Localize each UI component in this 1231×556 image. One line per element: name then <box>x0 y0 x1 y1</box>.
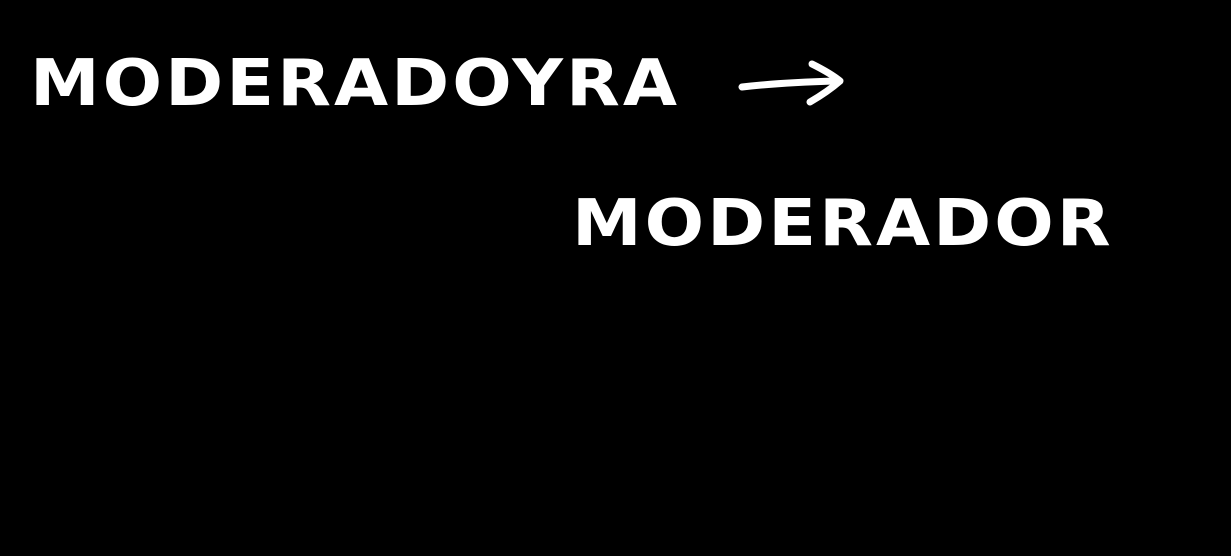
right-arrow-icon <box>738 60 844 106</box>
handwritten-word-moderador: MODERADOR <box>572 185 1114 261</box>
handwritten-word-moderadoyra: MODERADOYRA <box>30 45 681 121</box>
note-line-second: MODERADOR <box>572 178 1114 268</box>
note-line-first: MODERADOYRA <box>30 38 848 128</box>
